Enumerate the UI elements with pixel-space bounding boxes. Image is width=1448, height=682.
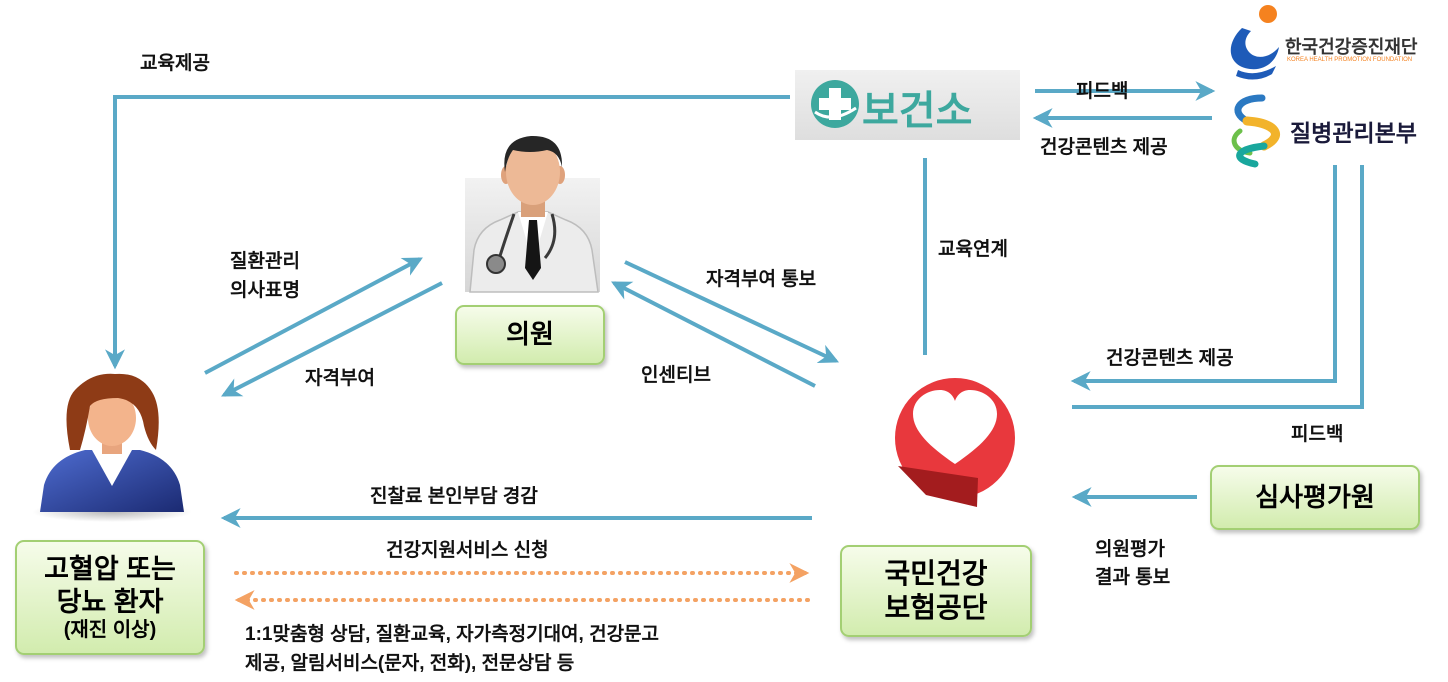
label-incentive: 인센티브 <box>641 365 711 386</box>
clinic-label: 의원 <box>506 319 554 350</box>
doctor-icon <box>465 135 600 293</box>
label-education-link: 교육연계 <box>938 239 1008 260</box>
arrow-patient-to-clinic <box>204 257 423 375</box>
khpf-label: 한국건강증진재단 <box>1285 37 1418 57</box>
arrow-health-center-to-patient <box>105 95 790 370</box>
line-nhis-to-kcdc-feedback <box>1072 165 1364 409</box>
label-feedback-top: 피드백 <box>1076 81 1129 102</box>
patient-label-line1: 고혈압 또는 <box>44 554 176 585</box>
heart-speech-bubble-icon <box>895 378 1015 507</box>
label-disease-mgmt-line1: 질환관리 <box>230 251 300 272</box>
arrow-kcdc-to-nhis <box>1070 165 1337 391</box>
patient-label-line2: 당뇨 환자 <box>56 586 164 617</box>
label-content-right: 건강콘텐츠 제공 <box>1106 348 1234 369</box>
hira-box: 심사평가원 <box>1210 465 1420 530</box>
hira-label: 심사평가원 <box>1255 481 1375 512</box>
label-qualification-notice: 자격부여 통보 <box>706 269 817 290</box>
nhis-label-line2: 보험공단 <box>884 592 988 623</box>
arrow-nhis-to-clinic <box>611 281 816 388</box>
label-service-application: 건강지원서비스 신청 <box>386 540 549 561</box>
khpf-logo-icon <box>1230 5 1279 80</box>
label-education-provision: 교육제공 <box>140 53 210 74</box>
kcdc-label: 질병관리본부 <box>1290 120 1417 146</box>
label-feedback-right: 피드백 <box>1291 424 1344 445</box>
khpf-sublabel: KOREA HEALTH PROMOTION FOUNDATION <box>1287 57 1413 63</box>
label-content-top: 건강콘텐츠 제공 <box>1040 137 1168 158</box>
patient-icon <box>32 373 192 522</box>
label-disease-mgmt-line2: 의사표명 <box>230 280 300 301</box>
label-copay-reduction: 진찰료 본인부담 경감 <box>370 486 538 507</box>
label-clinic-eval-line1: 의원평가 <box>1095 539 1165 560</box>
label-clinic-eval-line2: 결과 통보 <box>1095 567 1171 588</box>
arrow-clinic-to-patient <box>221 281 443 397</box>
nhis-label-line1: 국민건강 <box>884 558 988 590</box>
arrow-clinic-to-nhis <box>624 260 840 363</box>
label-services-line1: 1:1맞춤형 상담, 질환교육, 자가측정기대여, 건강문고 <box>245 624 660 645</box>
label-qualification: 자격부여 <box>305 368 375 389</box>
health-center-logo <box>795 70 1020 140</box>
kcdc-logo-icon <box>1231 94 1280 168</box>
nhis-box: 국민건강 보험공단 <box>840 545 1032 637</box>
label-services-line2: 제공, 알림서비스(문자, 전화), 전문상담 등 <box>245 653 575 674</box>
patient-box: 고혈압 또는 당뇨 환자 (재진 이상) <box>15 540 205 655</box>
health-center-label: 보건소 <box>862 89 973 133</box>
patient-label-line3: (재진 이상) <box>63 618 157 641</box>
clinic-box: 의원 <box>455 305 605 365</box>
health-center-cross-icon <box>811 80 859 128</box>
